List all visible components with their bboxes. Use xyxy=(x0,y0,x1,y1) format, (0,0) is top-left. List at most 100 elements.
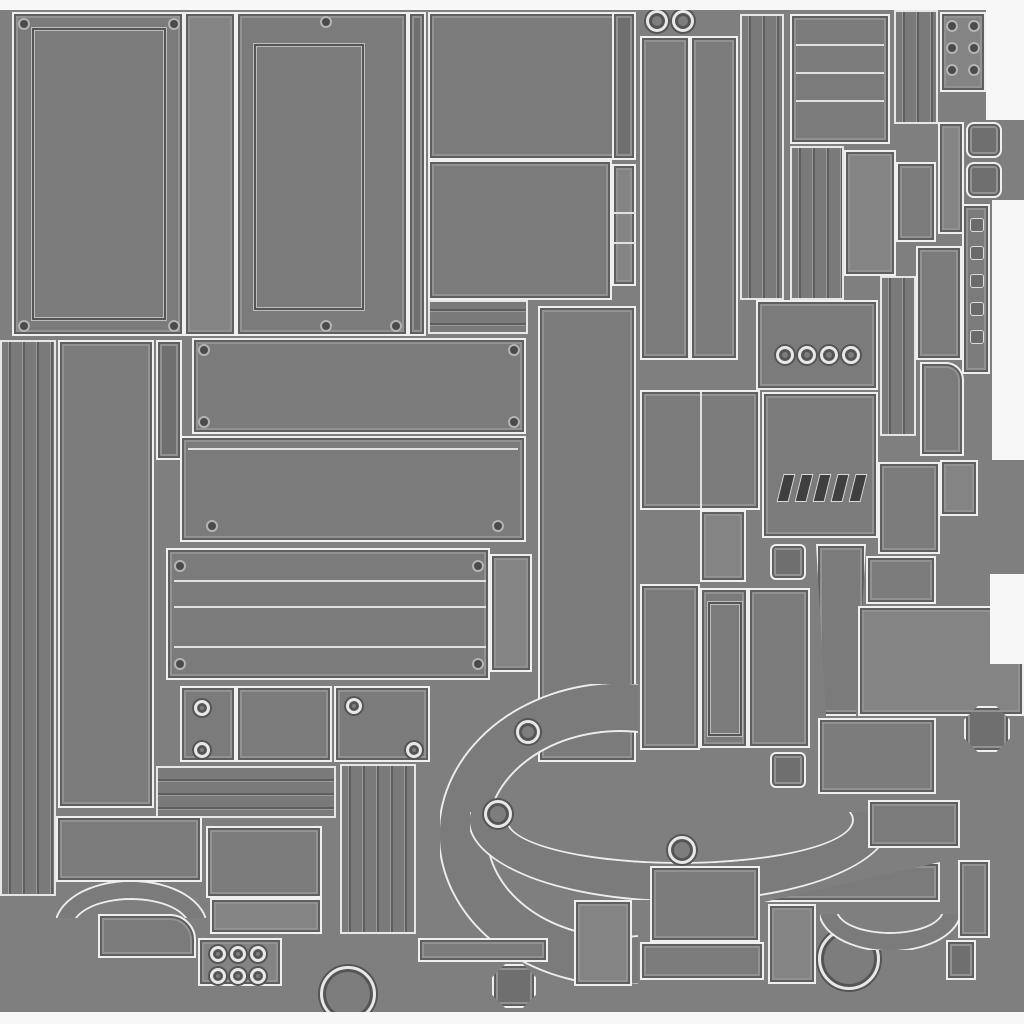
small-side-plate xyxy=(612,164,636,286)
ribbed-block xyxy=(894,10,938,124)
ring-icon xyxy=(194,742,210,758)
bracket-plate xyxy=(818,718,936,794)
bolt-icon xyxy=(176,562,184,570)
bolt-icon xyxy=(510,346,518,354)
side-bracket xyxy=(868,800,960,848)
narrow-rail xyxy=(156,340,182,460)
upper-plate-lower xyxy=(428,160,612,300)
ring-icon xyxy=(250,946,266,962)
box-bottom-a xyxy=(650,866,760,942)
bolt-box-c xyxy=(334,686,430,762)
vent-slot-icon xyxy=(970,274,984,288)
bolt-icon xyxy=(948,66,956,74)
vent-slot-icon xyxy=(794,474,814,502)
rounded-plate xyxy=(98,914,196,958)
bolt-icon xyxy=(170,20,178,28)
small-right-tab xyxy=(946,940,976,980)
ring-icon xyxy=(516,720,540,744)
socket-square xyxy=(966,162,1002,198)
center-block-b xyxy=(700,588,748,748)
vented-hatch xyxy=(762,392,878,538)
seam-line xyxy=(796,72,884,74)
bolt-icon xyxy=(948,22,956,30)
bolt-icon xyxy=(20,20,28,28)
ribbed-plate-wide xyxy=(166,548,490,680)
ring-icon xyxy=(672,10,694,32)
bolt-icon xyxy=(20,322,28,330)
socket-square xyxy=(770,544,806,580)
pillar-b xyxy=(690,36,738,360)
bolt-icon xyxy=(322,18,330,26)
vent-slot-icon xyxy=(970,246,984,260)
bolt-icon xyxy=(200,346,208,354)
ring-icon xyxy=(842,346,860,364)
side-strip xyxy=(490,554,532,672)
bolt-box xyxy=(756,300,878,390)
vent-slot-icon xyxy=(848,474,868,502)
bolt-icon xyxy=(392,322,400,330)
ring-icon xyxy=(346,698,362,714)
seam-line xyxy=(796,44,884,46)
ring-icon xyxy=(194,700,210,716)
center-block-a xyxy=(640,584,700,750)
ribbed-plate xyxy=(790,146,844,300)
ring-icon xyxy=(406,742,422,758)
bolt-icon xyxy=(970,66,978,74)
socket-square xyxy=(770,752,806,788)
bolt-icon xyxy=(970,44,978,52)
ribbed-left-column xyxy=(0,340,56,896)
ribbed-bar xyxy=(156,766,336,818)
ribbed-column xyxy=(880,276,916,436)
bolt-strip xyxy=(938,122,964,234)
door-panel-left xyxy=(12,12,184,336)
small-right-tab xyxy=(958,860,990,938)
bolt-icon xyxy=(176,660,184,668)
ring-icon xyxy=(668,836,696,864)
side-box xyxy=(878,462,940,554)
ring-icon xyxy=(820,346,838,364)
bolt-icon xyxy=(494,522,502,530)
center-strip xyxy=(700,510,746,582)
ring-icon xyxy=(210,946,226,962)
seam-line xyxy=(174,646,486,648)
seam-line xyxy=(700,392,702,508)
door-panel-inset xyxy=(254,44,364,310)
bolt-box-a xyxy=(180,686,236,762)
long-left-slab xyxy=(58,340,154,808)
block-stack-b xyxy=(210,898,322,934)
empty-region xyxy=(990,574,1024,664)
seam-line xyxy=(614,242,636,244)
tall-plate xyxy=(916,246,962,360)
empty-region xyxy=(0,1012,1024,1024)
ring-icon xyxy=(484,800,512,828)
bolt-box-b xyxy=(236,686,332,762)
pillar-a xyxy=(640,36,690,360)
bolt-icon xyxy=(322,322,330,330)
door-panel-inset xyxy=(32,28,166,320)
bolt-icon xyxy=(474,562,482,570)
ring-icon xyxy=(798,346,816,364)
door-frame-strip xyxy=(184,12,236,336)
seam-line xyxy=(614,212,636,214)
vent-slot-icon xyxy=(970,302,984,316)
upper-plate xyxy=(428,12,620,160)
seam-line xyxy=(174,580,486,582)
ring-icon xyxy=(776,346,794,364)
center-block-c xyxy=(748,588,810,748)
empty-region xyxy=(986,0,1024,120)
door-panel-right xyxy=(236,12,408,336)
bolt-column xyxy=(768,904,816,984)
box-bottom-b xyxy=(640,942,764,980)
ring-icon xyxy=(250,968,266,984)
empty-region xyxy=(0,0,1024,10)
bolt-icon xyxy=(208,522,216,530)
block-stack-a xyxy=(206,826,322,898)
seam-line xyxy=(188,448,518,450)
octagon-socket xyxy=(492,964,536,1008)
ribbed-block-vertical xyxy=(340,764,416,934)
door-side-strip xyxy=(408,12,426,336)
inset-frame xyxy=(708,602,742,736)
mid-plate-lower xyxy=(180,436,526,542)
ring-icon xyxy=(646,10,668,32)
